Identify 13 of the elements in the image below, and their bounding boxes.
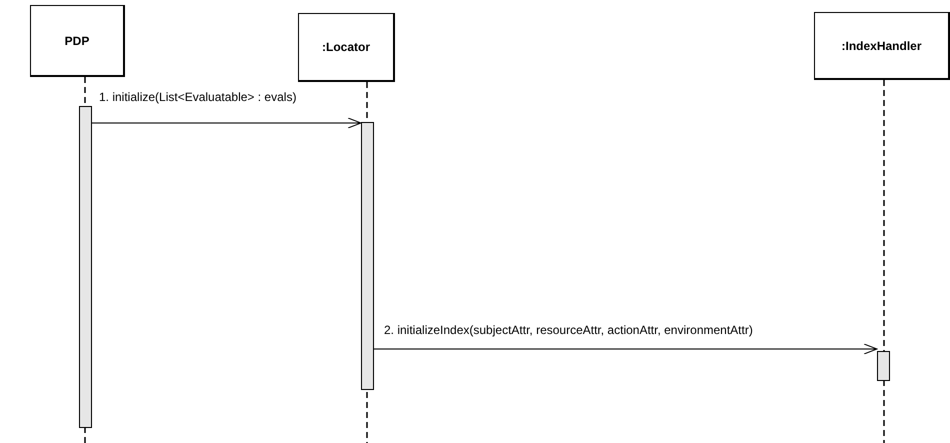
lifeline-head-box [30,5,125,77]
activation-bar [361,122,374,390]
edge-label: 1. initialize(List<Evaluatable> : evals) [99,90,296,104]
object-name: PDP [64,34,90,48]
lifeline-head-box [298,13,395,82]
object-name: :Locator [322,40,370,54]
message-arrow [374,344,878,354]
edge-label: 2. initializeIndex(subjectAttr, resourceAttr, actionAttr, environmentAttr) [384,323,753,337]
object-name: :IndexHandler [841,38,922,52]
message-arrow [92,118,362,128]
lifeline-head-box [814,12,950,80]
activation-bar [79,106,92,428]
activation-bar [877,351,890,381]
